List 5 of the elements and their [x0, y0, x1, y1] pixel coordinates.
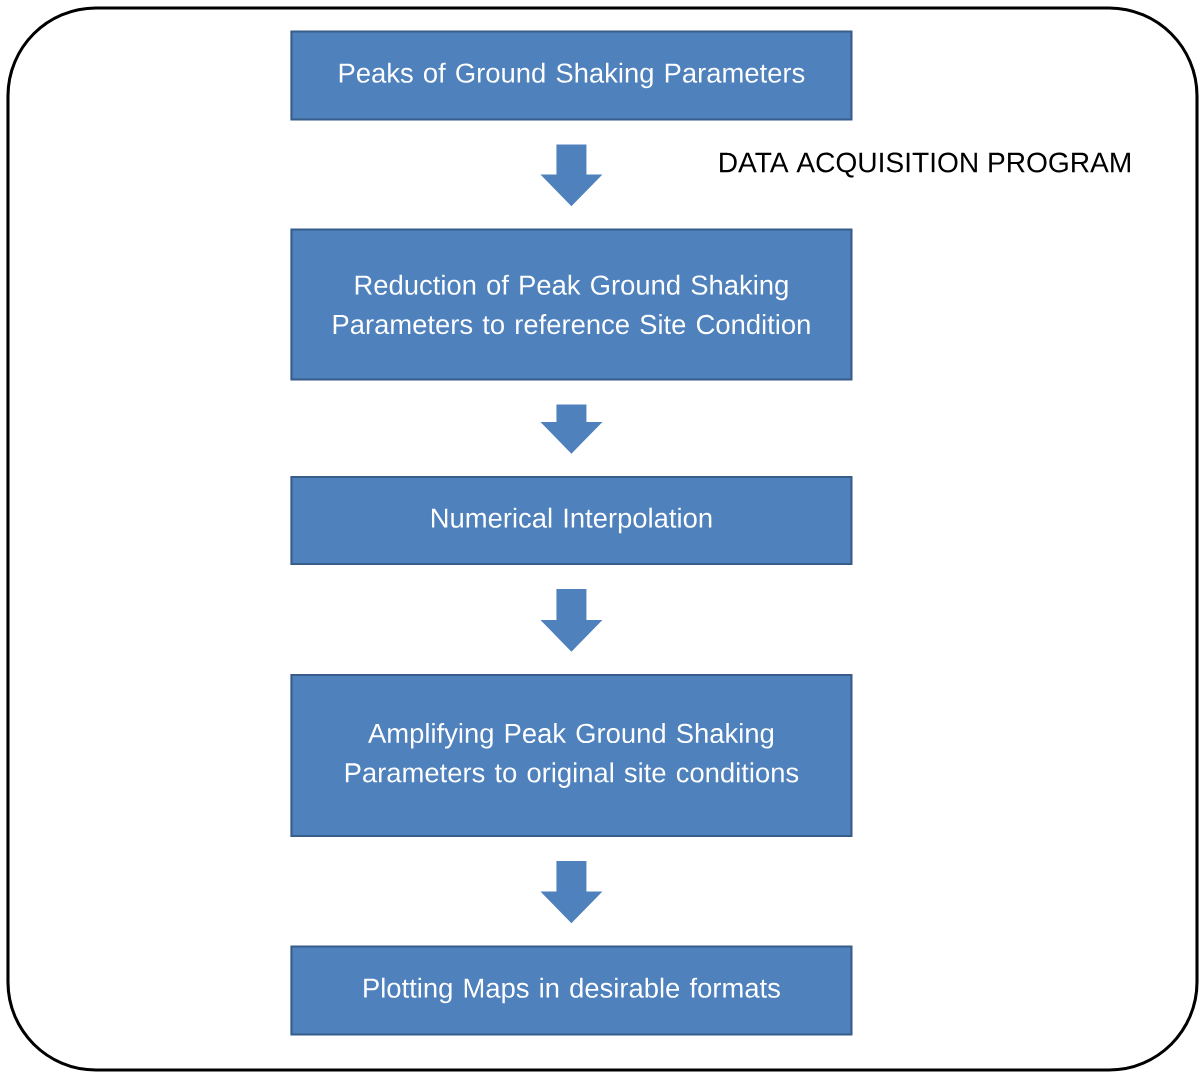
process-box: Reduction of Peak Ground Shaking Parameters to reference Site Condition [290, 228, 853, 381]
process-box: Peaks of Ground Shaking Parameters [290, 30, 853, 121]
process-box: Plotting Maps in desirable formats [290, 945, 853, 1036]
process-box: Numerical Interpolation [290, 475, 853, 565]
process-box: Amplifying Peak Ground Shaking Parameters to original site conditions [290, 673, 853, 837]
